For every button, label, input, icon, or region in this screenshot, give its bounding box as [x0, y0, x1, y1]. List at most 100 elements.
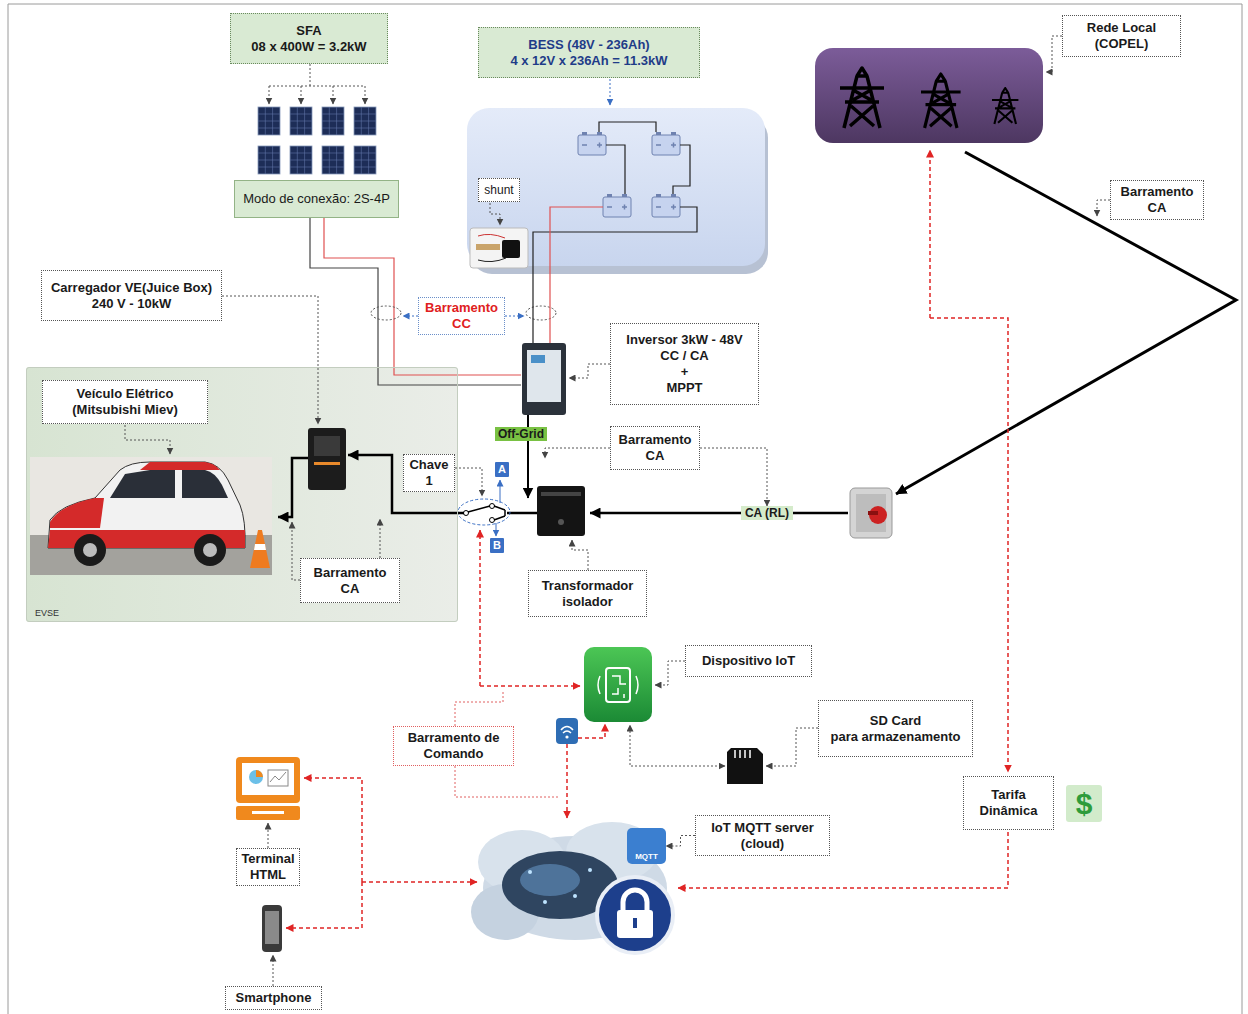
- connector: [666, 836, 695, 847]
- illustration-part: [610, 79, 611, 105]
- illustration-part: [362, 881, 477, 883]
- node-label: Veículo Elétrico (Mitsubishi Miev): [53, 386, 197, 418]
- illustration-part: [606, 145, 625, 194]
- illustration-part: [490, 504, 495, 509]
- node-label: B: [493, 538, 501, 553]
- position-tag: A: [495, 462, 509, 477]
- illustration-part: [597, 877, 673, 953]
- node-label: SFA: [296, 23, 321, 39]
- illustration-part: [74, 534, 106, 566]
- callout-box: SD Cardpara armazenamento: [818, 700, 973, 757]
- illustration-part: [599, 122, 656, 132]
- illustration-part: [522, 343, 566, 415]
- node-label: CA (RL): [745, 506, 789, 520]
- illustration-part: [992, 88, 1018, 124]
- illustration-part: [550, 207, 603, 343]
- illustration-part: [868, 511, 878, 515]
- node-label: SD Card: [870, 713, 921, 729]
- illustration-part: [83, 543, 97, 557]
- illustration-part: [478, 234, 505, 238]
- illustration-part: [603, 194, 631, 217]
- illustration-part: [578, 132, 606, 155]
- illustration-part: [354, 146, 376, 174]
- illustration-part: [354, 107, 376, 135]
- callout-box: Chave 1: [403, 454, 455, 492]
- callout-box: Terminal HTML: [236, 848, 300, 886]
- node-label: Barramento CA: [617, 432, 693, 464]
- illustration-part: [565, 735, 568, 738]
- illustration-part: [455, 766, 560, 797]
- callout-box: Barramento de Comando: [393, 726, 514, 766]
- illustration-part: [249, 770, 263, 784]
- illustration-part: [896, 152, 1236, 494]
- illustration-part: [290, 146, 312, 174]
- node-label: BESS (48V - 236Ah): [528, 37, 649, 53]
- node-label: 08 x 400W = 3.2kW: [251, 39, 366, 55]
- illustration-part: [468, 506, 505, 520]
- node-label: Rede Local (COPEL): [1069, 20, 1174, 52]
- illustration-part: [531, 355, 545, 363]
- callout-box: Veículo Elétrico (Mitsubishi Miev): [42, 380, 208, 424]
- illustration-part: [269, 64, 365, 86]
- illustration-part: [526, 306, 556, 320]
- illustration-part: [520, 864, 580, 896]
- callout-box: Barramento CA: [610, 426, 700, 470]
- callout-box: IoT MQTT server (cloud): [695, 815, 830, 856]
- illustration-part: [921, 74, 961, 128]
- node-label: Barramento de Comando: [400, 730, 507, 762]
- illustration-part: [371, 306, 401, 320]
- callout-box: Inversor 3kW - 48VCC / CA+MPPT: [610, 323, 759, 405]
- illustration-part: [314, 436, 340, 456]
- illustration-part: [292, 522, 300, 580]
- illustration-part: [527, 441, 529, 498]
- illustration-part: [766, 728, 818, 766]
- region-panel: EVSEVeículo Elétrico (Mitsubishi Miev)Ba…: [26, 367, 458, 622]
- illustration-part: [480, 685, 580, 687]
- illustration-part: [815, 48, 1043, 143]
- illustration-part: [268, 823, 269, 848]
- illustration-part: [286, 882, 362, 928]
- illustration-part: [242, 763, 294, 795]
- illustration-part: [222, 296, 318, 424]
- leader-lines: [125, 36, 1110, 986]
- status-tag: Off-Grid: [495, 427, 547, 441]
- illustration-part: [455, 468, 482, 496]
- illustration-part: [598, 676, 638, 694]
- callout-box: Transformador isolador: [528, 570, 647, 617]
- illustration-part: [1097, 200, 1110, 216]
- node-label: IoT MQTT server (cloud): [702, 820, 823, 852]
- illustration-part: [566, 744, 568, 818]
- illustration-part: [850, 488, 892, 538]
- cloud-server: [471, 822, 673, 953]
- illustration-part: [322, 146, 344, 174]
- illustration-part: [630, 725, 725, 766]
- illustration-part: [258, 146, 280, 174]
- illustration-part: [929, 150, 931, 318]
- node-label: 4 x 12V x 236Ah = 11.3kW: [510, 53, 667, 69]
- illustration-part: [655, 661, 685, 685]
- line-tag: CA (RL): [741, 506, 793, 520]
- illustration-part: [543, 900, 547, 904]
- illustration-part: [561, 727, 573, 734]
- node-label: Inversor 3kW - 48V: [626, 332, 742, 348]
- illustration-part: [380, 519, 381, 558]
- illustration-part: [470, 228, 528, 268]
- callout-box: Smartphone: [225, 986, 322, 1010]
- illustration-part: [110, 470, 175, 498]
- node-label: para armazenamento: [830, 729, 960, 745]
- node-label: Off-Grid: [498, 427, 544, 441]
- node-label: A: [498, 462, 506, 477]
- illustration-part: [856, 494, 886, 532]
- illustration-part: [500, 480, 501, 503]
- illustration-part: [573, 894, 577, 898]
- illustration-part: [507, 512, 537, 515]
- user-terminals: [236, 757, 300, 952]
- illustration-part: [8, 4, 1242, 1014]
- node-label: CC / CA: [660, 348, 708, 364]
- callout-box: Barramento CA: [1110, 180, 1204, 220]
- node-label: MPPT: [666, 380, 702, 396]
- illustration-part: [606, 668, 630, 702]
- power-equipment: [278, 343, 848, 536]
